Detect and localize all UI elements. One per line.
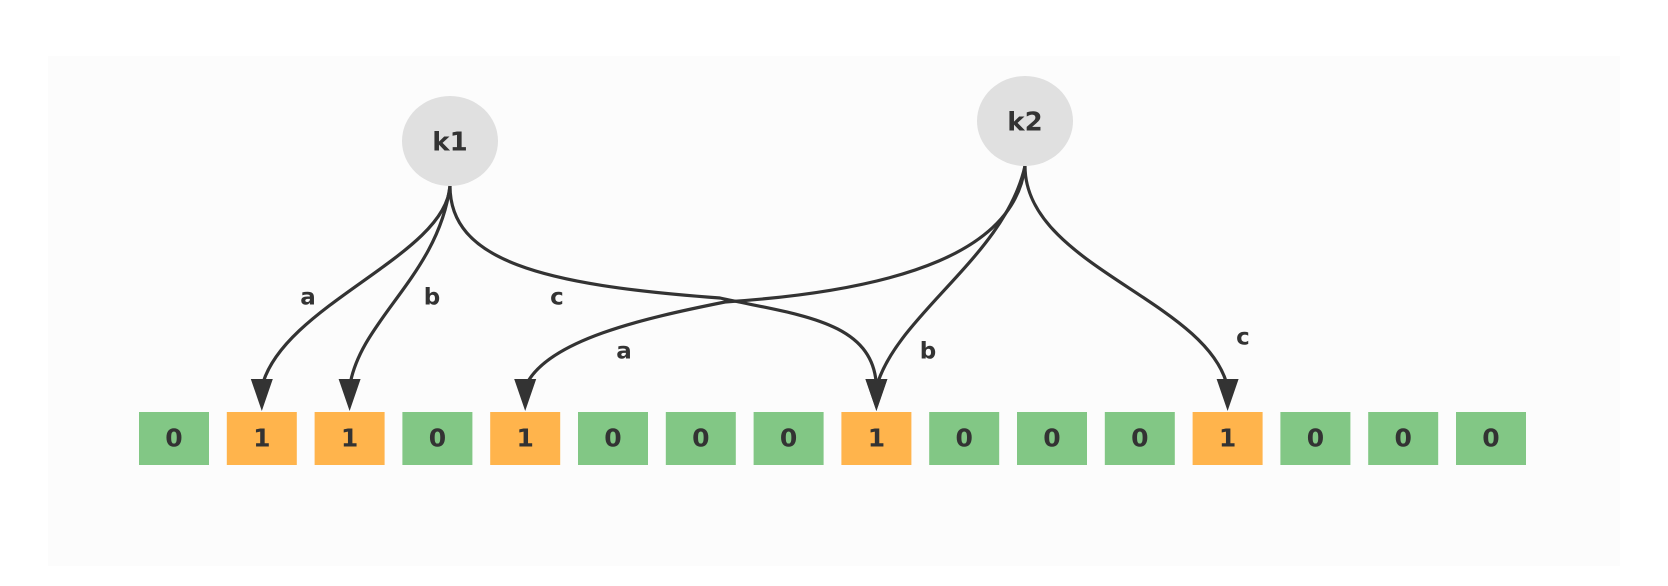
bit-value-14: 0 (1394, 424, 1411, 453)
bit-value-4: 1 (516, 424, 533, 453)
edge-label-k1-a: a (300, 285, 316, 311)
bit-cell-6 (665, 412, 736, 465)
bit-value-3: 0 (429, 424, 446, 453)
arrow-head-k2-c (1216, 379, 1239, 411)
bit-value-13: 0 (1307, 424, 1324, 453)
key-label-k1: k1 (432, 128, 467, 158)
bit-cell-11 (1104, 412, 1175, 465)
diagram-background (48, 56, 1620, 566)
bit-cell-2 (314, 412, 385, 465)
bit-cell-1 (226, 412, 297, 465)
edges-layer: a b c a b c (250, 165, 1250, 411)
bit-value-6: 0 (692, 424, 709, 453)
bit-value-12: 1 (1219, 424, 1236, 453)
bit-cell-10 (1017, 412, 1087, 465)
key-node-k2 (977, 76, 1073, 166)
bit-value-11: 0 (1131, 424, 1148, 453)
bit-value-5: 0 (604, 424, 621, 453)
edge-k2-b (874, 165, 1027, 388)
bit-value-8: 1 (868, 424, 885, 453)
keys-layer: k1 k2 (402, 76, 1073, 186)
bit-value-0: 0 (165, 424, 182, 453)
bit-value-15: 0 (1482, 424, 1499, 453)
edge-k1-a (260, 185, 452, 388)
arrow-head-k2-b (865, 379, 888, 411)
edge-k2-c (1023, 165, 1230, 388)
edge-label-k1-c: c (550, 285, 564, 311)
arrow-head-k1-a (250, 379, 273, 411)
edge-k1-b (348, 185, 452, 388)
bit-value-10: 0 (1043, 424, 1060, 453)
bit-value-9: 0 (955, 424, 972, 453)
bit-cell-14 (1368, 412, 1439, 465)
bit-cell-0 (139, 412, 209, 465)
edge-label-k2-c: c (1236, 325, 1250, 351)
bit-value-7: 0 (780, 424, 797, 453)
bit-cell-12 (1192, 412, 1263, 465)
edge-k2-a (523, 165, 1027, 388)
bit-cell-13 (1280, 412, 1351, 465)
key-label-k2: k2 (1007, 108, 1042, 138)
edge-label-k2-a: a (616, 339, 632, 365)
bit-array: 0 1 1 0 1 0 0 0 1 0 0 0 1 0 0 0 (139, 412, 1526, 465)
bit-cell-8 (841, 412, 912, 465)
arrow-head-k1-b (338, 379, 361, 411)
bit-cell-7 (753, 412, 824, 465)
bit-cell-15 (1456, 412, 1526, 465)
bit-cell-4 (490, 412, 561, 465)
bit-value-2: 1 (341, 424, 358, 453)
edge-label-k2-b: b (920, 339, 936, 365)
edge-label-k1-b: b (424, 285, 440, 311)
bit-cell-3 (402, 412, 473, 465)
bit-value-1: 1 (253, 424, 270, 453)
bit-cell-9 (929, 412, 1000, 465)
edge-k1-c (448, 185, 878, 388)
arrow-head-k2-a (514, 379, 537, 411)
key-node-k1 (402, 96, 498, 186)
bit-cell-5 (578, 412, 648, 465)
